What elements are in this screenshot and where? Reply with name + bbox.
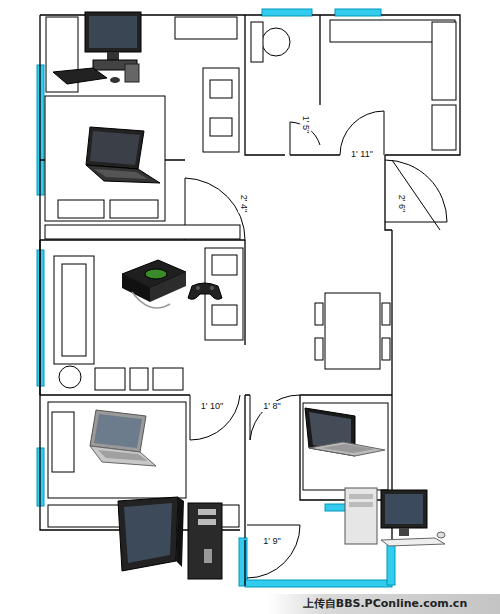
door (247, 525, 300, 578)
window (245, 580, 392, 587)
desktop-computer (198, 509, 216, 515)
furniture (153, 368, 183, 390)
game-console (188, 283, 222, 299)
furniture (175, 17, 237, 39)
wall (245, 395, 392, 500)
dimension-label: 2' 4" (239, 193, 250, 212)
door (190, 395, 240, 440)
dimension-label: 1' 10" (200, 401, 224, 412)
desktop-computer (381, 490, 427, 528)
window (325, 504, 347, 511)
game-console (132, 292, 170, 308)
wall (245, 15, 340, 155)
desktop-computer (198, 519, 216, 525)
furniture (315, 338, 323, 360)
window (262, 9, 312, 16)
desktop-computer (345, 488, 377, 544)
desktop-computer (176, 497, 184, 567)
door (392, 160, 440, 230)
furniture (95, 368, 125, 390)
furniture (45, 96, 165, 221)
furniture (45, 225, 240, 239)
watermark-band (268, 594, 500, 614)
wall (40, 15, 460, 586)
dimension-label: 1' 8" (262, 401, 281, 412)
desktop-computer (349, 502, 373, 507)
desktop-computer (118, 497, 178, 571)
furniture (251, 22, 263, 62)
desktop-computer (85, 12, 141, 52)
furniture (432, 22, 456, 100)
desktop-computer (345, 488, 445, 546)
furniture (210, 118, 232, 136)
game-console (196, 286, 200, 290)
door (250, 395, 300, 440)
desktop-computer (188, 503, 222, 579)
furniture (382, 338, 390, 360)
desktop-computer (385, 494, 423, 524)
furniture (212, 305, 237, 325)
furniture (262, 28, 290, 56)
wall (385, 155, 392, 230)
furniture (432, 105, 456, 150)
desktop-computer (110, 77, 120, 83)
furniture (54, 256, 94, 364)
desktop-computer (125, 64, 139, 82)
dimension-label: 2' 6" (397, 193, 408, 212)
furniture (325, 293, 380, 369)
furniture (45, 17, 456, 527)
furniture (48, 402, 186, 498)
wall (40, 240, 245, 538)
desktop-computer (437, 532, 445, 538)
desktop-computer (53, 12, 141, 84)
laptop-computer (86, 127, 160, 183)
watermark: 上传自BBS.PConline.com.cn (303, 597, 467, 611)
dimension-label: 1' 5" (301, 114, 312, 133)
desktop-computer (124, 503, 172, 563)
furniture (62, 264, 86, 356)
wall (244, 540, 245, 586)
desktop-computer (89, 16, 137, 48)
game-console (122, 260, 222, 308)
dimension-label: 1' 9" (262, 536, 281, 547)
door (185, 111, 447, 578)
window (239, 538, 247, 586)
window (335, 9, 381, 16)
furniture (382, 303, 390, 325)
furniture (303, 403, 388, 490)
window (37, 9, 395, 587)
laptop-computer (90, 410, 156, 466)
game-console (145, 269, 167, 279)
desktop-computer (399, 528, 409, 536)
desktop-computer (118, 497, 222, 579)
desktop-computer (204, 549, 212, 563)
door (385, 160, 447, 222)
furniture (52, 412, 74, 472)
furniture (59, 366, 81, 388)
laptop-computer (305, 408, 385, 456)
game-console (210, 286, 214, 290)
furniture (58, 200, 104, 218)
desktop-computer (349, 494, 373, 499)
furniture (203, 68, 239, 152)
desktop-computer (381, 538, 445, 546)
furniture (210, 80, 232, 98)
furniture (110, 200, 158, 218)
furniture (315, 303, 323, 325)
furniture (212, 255, 237, 275)
wall (40, 230, 392, 545)
dimension-label: 1' 11" (350, 149, 374, 160)
window (387, 545, 395, 585)
desktop-computer (53, 68, 107, 84)
desktop-computer (107, 52, 119, 60)
furniture (130, 368, 148, 390)
